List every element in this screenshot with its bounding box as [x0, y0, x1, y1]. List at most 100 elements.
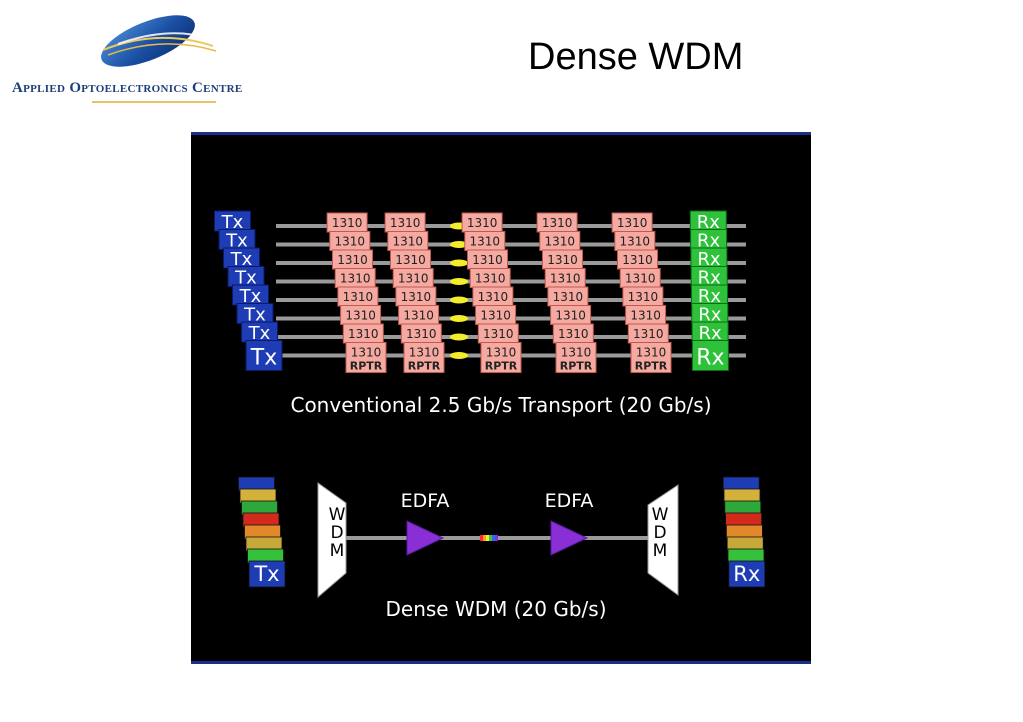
repeater-wavelength-label: 1310 [409, 346, 440, 360]
transmitter-label: Tx [248, 323, 271, 344]
repeater-wavelength-label: 1310 [340, 272, 371, 286]
receiver-label: Rx [697, 249, 721, 270]
repeater-wavelength-label: 1310 [561, 346, 592, 360]
repeater-wavelength-label: 1310 [351, 346, 382, 360]
receiver-label: Rx [696, 346, 724, 371]
repeater-box [480, 342, 522, 373]
repeater-type-label: RPTR [635, 360, 668, 373]
repeater-wavelength-label: 1310 [390, 216, 421, 230]
repeater-wavelength-label: 1310 [401, 290, 432, 304]
receiver-label: Rx [698, 305, 722, 326]
logo-underline [92, 101, 216, 103]
transmitter-label: Tx [239, 286, 262, 307]
repeater-wavelength-label: 1310 [343, 290, 374, 304]
channel-highlight [450, 259, 468, 267]
edfa-amplifier-icon [550, 520, 589, 556]
dwdm-caption: Dense WDM (20 Gb/s) [385, 597, 606, 621]
repeater-box [403, 342, 445, 373]
wdm-receiver-label: Rx [733, 562, 760, 586]
fiber-line [276, 242, 746, 247]
repeater-wavelength-label: 1310 [628, 290, 659, 304]
repeater-wavelength-label: 1310 [620, 235, 651, 249]
receiver-label: Rx [698, 286, 722, 307]
channel-highlight [450, 333, 468, 341]
channel-highlight [450, 278, 468, 285]
repeater-type-label: RPTR [350, 360, 383, 373]
transmitter-label: Tx [221, 212, 244, 233]
channel-highlight [450, 241, 468, 248]
repeater-wavelength-label: 1310 [547, 253, 578, 267]
repeater-wavelength-label: 1310 [622, 253, 653, 267]
organization-name: Applied Optoelectronics Centre [12, 80, 243, 96]
repeater-wavelength-label: 1310 [478, 290, 509, 304]
repeater-wavelength-label: 1310 [337, 253, 368, 267]
mux-letter: M [330, 541, 345, 561]
repeater-wavelength-label: 1310 [558, 327, 589, 341]
repeater-wavelength-label: 1310 [403, 309, 434, 323]
repeater-wavelength-label: 1310 [467, 216, 498, 230]
receiver-label: Rx [697, 212, 721, 233]
multiplexed-signal [492, 535, 495, 541]
channel-highlight [450, 296, 468, 304]
transmitter-label: Tx [250, 346, 277, 371]
repeater-box [345, 342, 387, 373]
receiver-label: Rx [698, 268, 722, 289]
receiver-label: Rx [697, 231, 721, 252]
fiber-line [276, 279, 746, 284]
transmitter-label: Tx [230, 249, 253, 270]
slide-title: Dense WDM [528, 36, 744, 78]
repeater-wavelength-label: 1310 [475, 272, 506, 286]
repeater-wavelength-label: 1310 [470, 235, 501, 249]
repeater-wavelength-label: 1310 [633, 327, 664, 341]
conventional-caption: Conventional 2.5 Gb/s Transport (20 Gb/s… [290, 393, 711, 417]
multiplexed-signal [480, 535, 483, 541]
multiplexed-signal [486, 535, 489, 541]
repeater-type-label: RPTR [485, 360, 518, 373]
repeater-type-label: RPTR [560, 360, 593, 373]
demux-letter: D [653, 523, 666, 543]
edfa-label: EDFA [545, 490, 594, 512]
demux-letter: M [653, 541, 668, 561]
channel-highlight [450, 315, 468, 322]
multiplexed-signal [483, 535, 486, 541]
repeater-wavelength-label: 1310 [636, 346, 667, 360]
transmitter-box [245, 340, 283, 371]
wdm-transmitter-label: Tx [253, 562, 279, 586]
mux-letter: W [329, 505, 346, 525]
transmitter-label: Tx [225, 231, 248, 252]
aoc-logo-icon [101, 15, 217, 67]
edfa-amplifier-icon [406, 520, 445, 556]
repeater-wavelength-label: 1310 [553, 290, 584, 304]
repeater-wavelength-label: 1310 [486, 346, 517, 360]
repeater-wavelength-label: 1310 [550, 272, 581, 286]
repeater-wavelength-label: 1310 [348, 327, 379, 341]
receiver-label: Rx [699, 323, 723, 344]
wdm-demultiplexer [647, 484, 679, 596]
repeater-box [630, 342, 672, 373]
repeater-wavelength-label: 1310 [630, 309, 661, 323]
repeater-wavelength-label: 1310 [393, 235, 424, 249]
wdm-transmitter-box [248, 560, 286, 588]
repeater-type-label: RPTR [408, 360, 441, 373]
transmitter-label: Tx [234, 268, 257, 289]
demux-letter: W [652, 505, 669, 525]
wdm-receiver-box [728, 560, 766, 588]
repeater-wavelength-label: 1310 [542, 216, 573, 230]
logo: Applied Optoelectronics Centre [8, 8, 298, 108]
repeater-wavelength-label: 1310 [617, 216, 648, 230]
repeater-wavelength-label: 1310 [472, 253, 503, 267]
receiver-box [691, 340, 729, 371]
channel-highlight [450, 352, 468, 359]
mux-letter: D [330, 523, 343, 543]
transmitter-label: Tx [243, 305, 266, 326]
repeater-wavelength-label: 1310 [332, 216, 363, 230]
repeater-wavelength-label: 1310 [406, 327, 437, 341]
repeater-wavelength-label: 1310 [335, 235, 366, 249]
multiplexed-signal [489, 535, 492, 541]
repeater-wavelength-label: 1310 [345, 309, 376, 323]
repeater-wavelength-label: 1310 [480, 309, 511, 323]
